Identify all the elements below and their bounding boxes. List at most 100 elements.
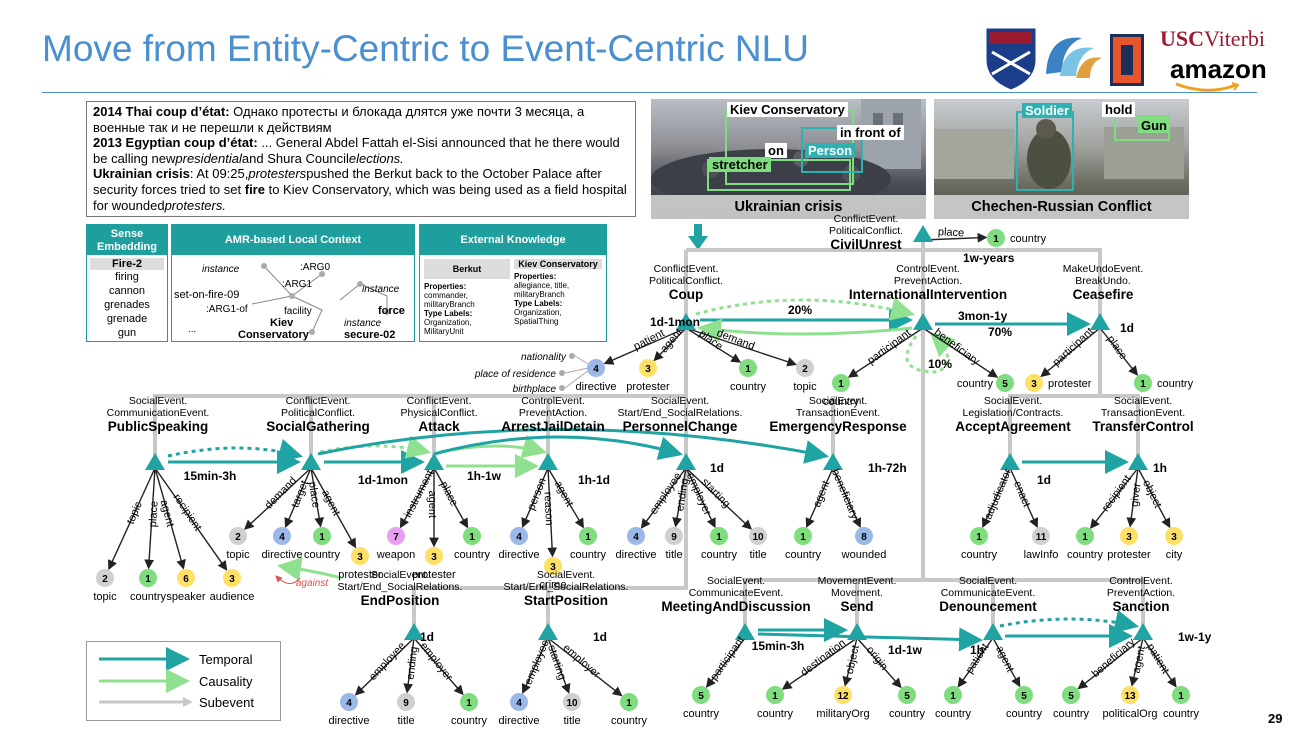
amr-label: instance — [362, 284, 400, 295]
event-duration-send: 1d-1w — [888, 643, 923, 657]
sense-list: firing cannon grenades grenade gun — [87, 270, 167, 340]
event-duration-civil: 1w-years — [963, 251, 1015, 265]
arg-edge-emergency — [805, 467, 834, 529]
arg-role-participant: participant — [1051, 326, 1096, 369]
arg-node-number: 5 — [698, 691, 704, 702]
arg-role-agent: agent — [552, 479, 576, 509]
arg-node — [796, 359, 814, 377]
arg-type-country: country — [454, 549, 491, 561]
edges — [107, 232, 1177, 697]
event-node-emergency — [823, 453, 843, 470]
arg-node-number: 1 — [950, 691, 956, 702]
arg-node-number: 2 — [802, 364, 808, 375]
label-in-front-of: in front of — [837, 125, 904, 140]
berkut-props: commander, militaryBranch — [424, 291, 475, 309]
arg-type-title: title — [665, 549, 682, 561]
attr-place-of-residence: place of residence — [474, 369, 557, 380]
arg-type-country: country — [889, 708, 926, 720]
event-node-cease — [1090, 313, 1110, 330]
arg-edge-cease — [1099, 327, 1139, 376]
arg-type-country: country — [1157, 378, 1194, 390]
arg-role-origin: origin — [864, 644, 890, 673]
event-type-cease: MakeUndoEvent. — [1063, 263, 1144, 275]
arg-type-country: country — [1163, 708, 1200, 720]
label-soldier: Soldier — [1022, 103, 1073, 118]
event-name-accept: AcceptAgreement — [955, 419, 1071, 434]
arg-node-number: 4 — [593, 364, 599, 375]
arg-edge-personnel — [672, 467, 687, 528]
external-knowledge-panel: External Knowledge Berkut Properties: co… — [419, 224, 607, 342]
arg-node — [563, 693, 581, 711]
arg-type-directive: directive — [616, 549, 657, 561]
event-subtype-endpos: Start/End_SocialRelations. — [338, 581, 463, 593]
arg-node-number: 9 — [671, 532, 677, 543]
sense-item: grenade — [106, 313, 148, 325]
passage-egypt-mid: and Shura Council — [241, 150, 349, 166]
event-subtype-socgath: PoliticalConflict. — [281, 407, 355, 419]
event-duration-personnel: 1d — [710, 461, 724, 475]
arg-role-destination: destination — [799, 637, 849, 679]
event-node-personnel — [676, 453, 696, 470]
event-type-accept: SocialEvent. — [984, 395, 1042, 407]
arg-edge-pubspeak — [107, 467, 156, 571]
event-node-civil — [913, 225, 933, 242]
event-name-transfer: TransferControl — [1092, 419, 1193, 434]
event-type-sanction: ControlEvent. — [1109, 575, 1173, 587]
edge-sanction-denounce-dashed — [999, 609, 1139, 634]
event-node-arrest — [538, 453, 558, 470]
arg-node — [739, 359, 757, 377]
legend-graphic: Temporal Causality Subevent — [99, 647, 254, 710]
arg-role-place: place — [938, 226, 965, 239]
arg-role-object: object — [844, 644, 862, 675]
arg-edge-intl — [847, 327, 924, 378]
arg-node — [834, 686, 852, 704]
event-name-send: Send — [840, 599, 873, 614]
arg-node — [665, 527, 683, 545]
nodes — [96, 225, 1190, 711]
event-subtype-meeting: CommunicateEvent. — [689, 587, 784, 599]
legend-subevent-arrow — [183, 697, 193, 707]
arg-type-country: country — [1010, 233, 1047, 245]
arg-node-number: 1 — [469, 532, 475, 543]
arg-type-directive: directive — [262, 549, 303, 561]
event-type-personnel: SocialEvent. — [651, 395, 709, 407]
arg-role-employee: employee — [523, 638, 552, 687]
arg-node — [1032, 527, 1050, 545]
arg-node-number: 4 — [346, 698, 352, 709]
event-subtype-intl: PreventAction. — [894, 275, 962, 287]
arg-node — [463, 527, 481, 545]
label-person: Person — [805, 143, 856, 158]
passage-ukraine-label: Ukrainian crisis — [93, 166, 190, 182]
logo-graphics — [985, 27, 1144, 91]
conservatory-types: Organization, SpatialThing — [514, 308, 562, 326]
arg-edge-socgath — [310, 467, 357, 549]
arg-role-place: place — [437, 479, 460, 508]
arg-node-number: 5 — [904, 691, 910, 702]
arg-node — [987, 229, 1005, 247]
isi-swirl-logo — [1046, 37, 1102, 78]
event-subtype-denounce: CommunicateEvent. — [941, 587, 1036, 599]
arg-edge-send — [781, 637, 858, 690]
amr-label: Kiev — [270, 317, 294, 329]
arg-type-topic: topic — [226, 549, 250, 561]
arg-type-directive: directive — [329, 715, 370, 727]
arg-node — [510, 693, 528, 711]
arg-node-number: 13 — [1124, 691, 1136, 702]
amr-title: AMR-based Local Context — [172, 225, 414, 255]
arg-node-number: 9 — [403, 698, 409, 709]
arg-node-number: 1 — [772, 691, 778, 702]
edge-attack-personnel — [433, 435, 683, 460]
arg-edge-personnel — [640, 467, 687, 529]
amr-label: ... — [188, 324, 196, 335]
arg-node — [620, 693, 638, 711]
arg-node — [229, 527, 247, 545]
amr-label: force — [378, 305, 405, 317]
arg-node — [579, 527, 597, 545]
arg-type-lawInfo: lawInfo — [1024, 549, 1059, 561]
arg-type-country: country — [1006, 708, 1043, 720]
arg-edge-socgath — [243, 467, 312, 530]
arg-node — [639, 359, 657, 377]
arg-edge-pubspeak — [154, 467, 186, 570]
arg-node-number: 5 — [1002, 379, 1008, 390]
sense-item: cannon — [108, 285, 146, 297]
